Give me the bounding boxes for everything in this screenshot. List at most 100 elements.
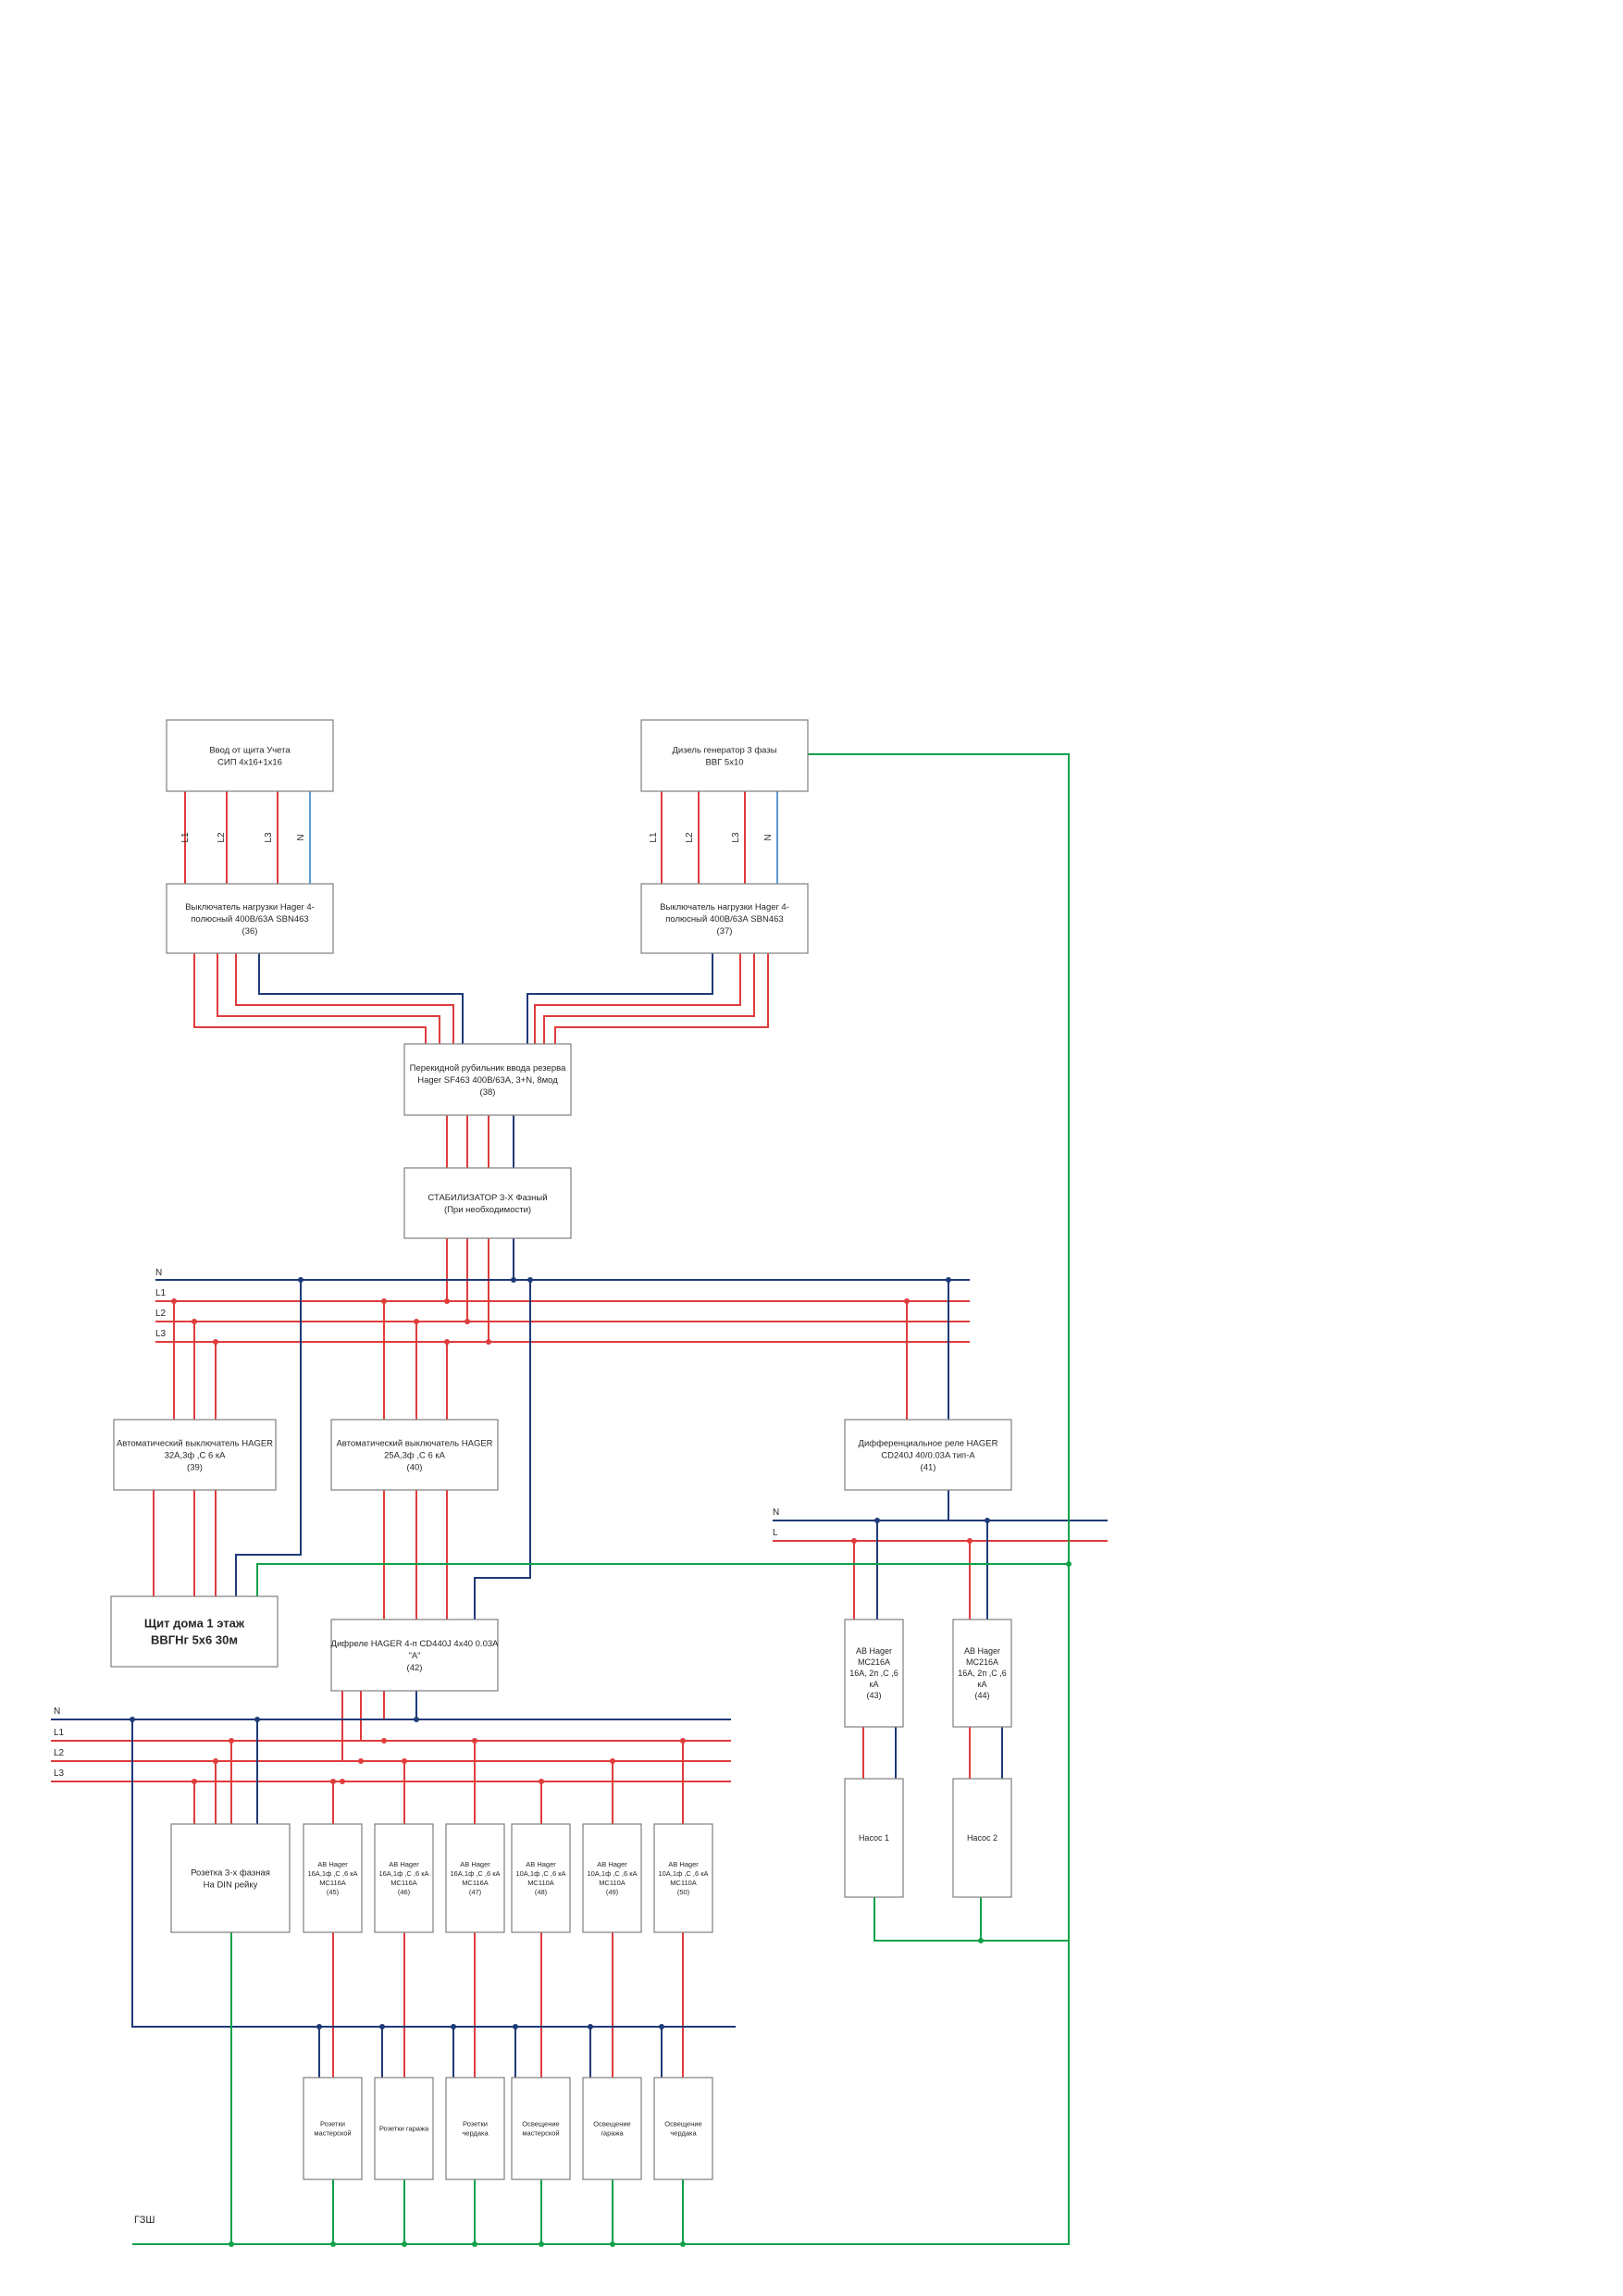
box-text-line: Выключатель нагрузки Hager 4- — [660, 902, 789, 912]
box-text-line: кА — [870, 1680, 879, 1689]
box-text-line: Освещение — [664, 2120, 701, 2128]
box-text-line: Освещение — [522, 2120, 559, 2128]
box-text-line: (49) — [606, 1888, 619, 1896]
box-text-line: (37) — [717, 926, 733, 937]
wires-bus-to-breakers — [332, 1741, 684, 1824]
main-bus-label-l1: L1 — [155, 1288, 167, 1298]
label-l3-input: L3 — [264, 832, 274, 843]
wires-43-44-to-pumps — [862, 1727, 1003, 1779]
main-bus-label-l3: L3 — [155, 1329, 167, 1339]
box-text-line: "А" — [408, 1651, 420, 1661]
lower-bus-label-l1: L1 — [54, 1728, 65, 1738]
box-text-line: Насос 1 — [859, 1833, 889, 1843]
box-text-line: (При необходимости) — [444, 1205, 531, 1215]
box-frame — [113, 1419, 277, 1491]
box-text-line: Дифреле HAGER 4-п CD440J 4х40 0.03А — [331, 1639, 500, 1649]
box-frame — [170, 1823, 291, 1933]
box-text-line: CD240J 40/0.03A тип-А — [881, 1450, 975, 1460]
wires-39-to-panel — [153, 1490, 217, 1596]
box-text-line: MC110A — [599, 1879, 626, 1887]
box-text-line: АВ Hager — [317, 1860, 348, 1868]
box-text-line: мастерской — [314, 2129, 351, 2138]
box-text-line: MC116A — [462, 1879, 489, 1887]
wires-36-to-38 — [193, 953, 464, 1044]
box-text-line: MC110A — [527, 1879, 554, 1887]
box-text-line: (42) — [407, 1663, 423, 1673]
box-text-line: полюсный 400В/63А SBN463 — [191, 914, 308, 925]
box-text-line: MC116A — [390, 1879, 417, 1887]
box-text-line: (39) — [187, 1462, 203, 1472]
box-frame — [640, 719, 809, 792]
box-frame — [330, 1619, 499, 1692]
box-rcd42: Дифреле HAGER 4-п CD440J 4х40 0.03А "А" (4… — [330, 1619, 500, 1692]
box-frame — [640, 883, 809, 954]
label-n-input: N — [296, 834, 306, 840]
box-text-line: (47) — [469, 1888, 482, 1896]
box-text-line: мастерской — [522, 2129, 559, 2138]
box-text-line: 16А,1ф ,С ,6 кА — [378, 1869, 428, 1878]
right-bus-label-l: L — [773, 1528, 778, 1538]
box-frame — [110, 1595, 279, 1668]
box-text-line: Розетка 3-х фазная — [191, 1868, 270, 1878]
box-switch37: Выключатель нагрузки Hager 4- полюсный 40… — [640, 883, 809, 954]
box-text-line: СИП 4х16+1х16 — [217, 757, 282, 767]
box-text-line: Розетки — [320, 2120, 345, 2128]
neutral-distribution-bus — [131, 1719, 736, 2078]
box-frame — [582, 1823, 642, 1933]
box-text-line: 16А, 2п ,С ,6 — [958, 1669, 1006, 1678]
box-frame — [403, 1043, 572, 1116]
box-frame — [653, 1823, 713, 1933]
box-text-line: MC216A — [858, 1657, 890, 1667]
box-frame — [330, 1419, 499, 1491]
box-text-line: Розетки — [463, 2120, 488, 2128]
box-text-line: Выключатель нагрузки Hager 4- — [185, 902, 315, 912]
box-text-line: ВВГ 5х10 — [705, 757, 743, 767]
wires-38-to-stabilizer — [446, 1115, 514, 1168]
label-l2-input: L2 — [217, 832, 227, 843]
box-socket3ph: Розетка 3-х фазная На DIN рейку — [170, 1823, 291, 1933]
box-text-line: 16А,1ф ,С ,6 кА — [307, 1869, 357, 1878]
ground-network — [132, 753, 1070, 2245]
box-text-line: MC116A — [319, 1879, 346, 1887]
box-text-line: 25А,3ф ,С 6 кА — [384, 1450, 446, 1460]
box-frame — [582, 2077, 642, 2180]
box-text-line: 10А,1ф ,С ,6 кА — [515, 1869, 565, 1878]
box-frame — [653, 2077, 713, 2180]
box-text-line: Дизель генератор 3 фазы — [672, 745, 776, 755]
box-frame — [166, 719, 334, 792]
box-text-line: гаража — [601, 2129, 624, 2138]
box-text-line: MC110A — [670, 1879, 697, 1887]
box-text-line: 32А,3ф ,С 6 кА — [165, 1450, 227, 1460]
right-busbars — [773, 1520, 1108, 1542]
box-text-line: АВ Hager — [964, 1646, 1000, 1656]
box-frame — [374, 2077, 434, 2180]
box-text-line: Hager SF463 400В/63А, 3+N, 8мод — [417, 1075, 558, 1086]
junction-dots — [130, 1277, 1072, 2247]
wires-stabilizer-to-bus — [446, 1238, 514, 1342]
wires-bus-to-39 — [173, 1280, 302, 1596]
box-text-line: АВ Hager — [526, 1860, 556, 1868]
box-pump1: Насос 1 — [844, 1778, 904, 1898]
box-text-line: (48) — [535, 1888, 548, 1896]
box-text-line: кА — [978, 1680, 987, 1689]
wires-input-meter — [184, 791, 311, 884]
main-bus-label-n: N — [155, 1268, 162, 1278]
box-text-line: полюсный 400В/63А SBN463 — [665, 914, 783, 925]
box-text-line: Ввод от щита Учета — [209, 745, 291, 755]
box-text-line: На DIN рейку — [204, 1880, 258, 1890]
